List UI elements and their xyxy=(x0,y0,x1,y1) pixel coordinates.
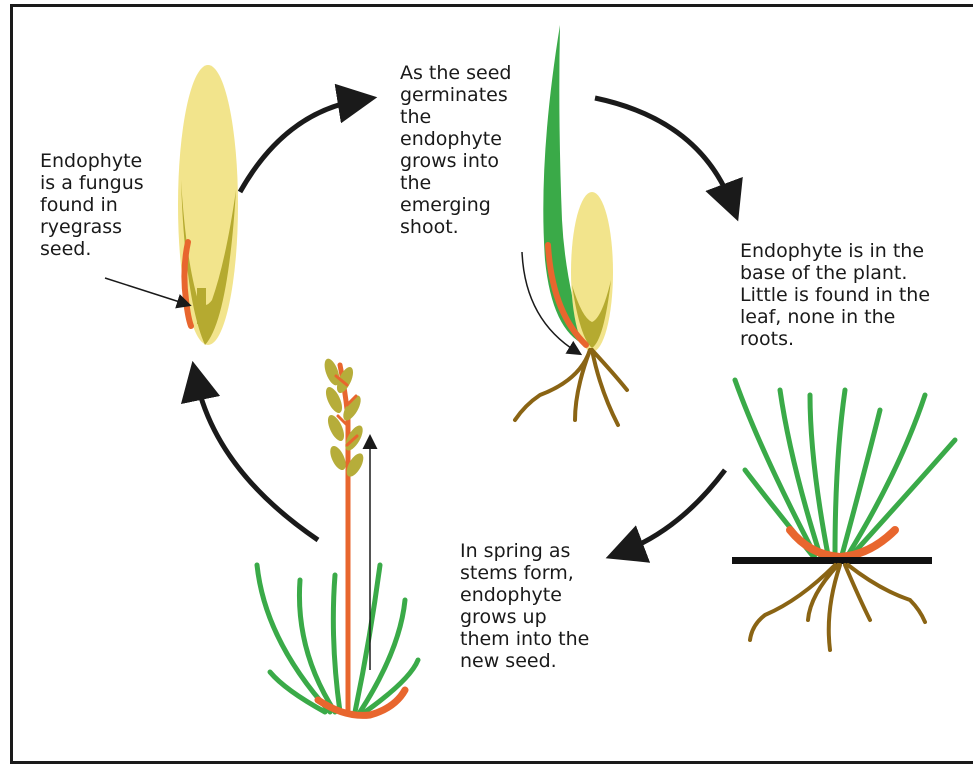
germination-stage-label: As the seed germinates the endophyte gro… xyxy=(400,62,512,238)
seed-pointer-line xyxy=(105,278,186,304)
seed-head xyxy=(322,357,367,479)
spring-plant-illustration xyxy=(257,357,418,716)
cycle-arrow-plant-to-spring xyxy=(622,470,725,552)
soil-line xyxy=(732,557,932,564)
cycle-arrow-seed-to-germination xyxy=(240,100,360,192)
cycle-arrow-spring-to-seed xyxy=(196,378,318,540)
cycle-arrow-germination-to-plant xyxy=(595,98,732,205)
germination-roots xyxy=(515,350,627,425)
spring-stage-label: In spring as stems form, endophyte grows… xyxy=(460,540,589,672)
established-plant-illustration xyxy=(732,380,955,650)
germinating-seed-illustration xyxy=(515,25,627,425)
plant-roots xyxy=(750,565,925,650)
seed-stage-label: Endophyte is a fungus found in ryegrass … xyxy=(40,150,144,260)
seed-illustration xyxy=(178,65,238,345)
plant-base-stage-label: Endophyte is in the base of the plant. L… xyxy=(740,240,930,350)
